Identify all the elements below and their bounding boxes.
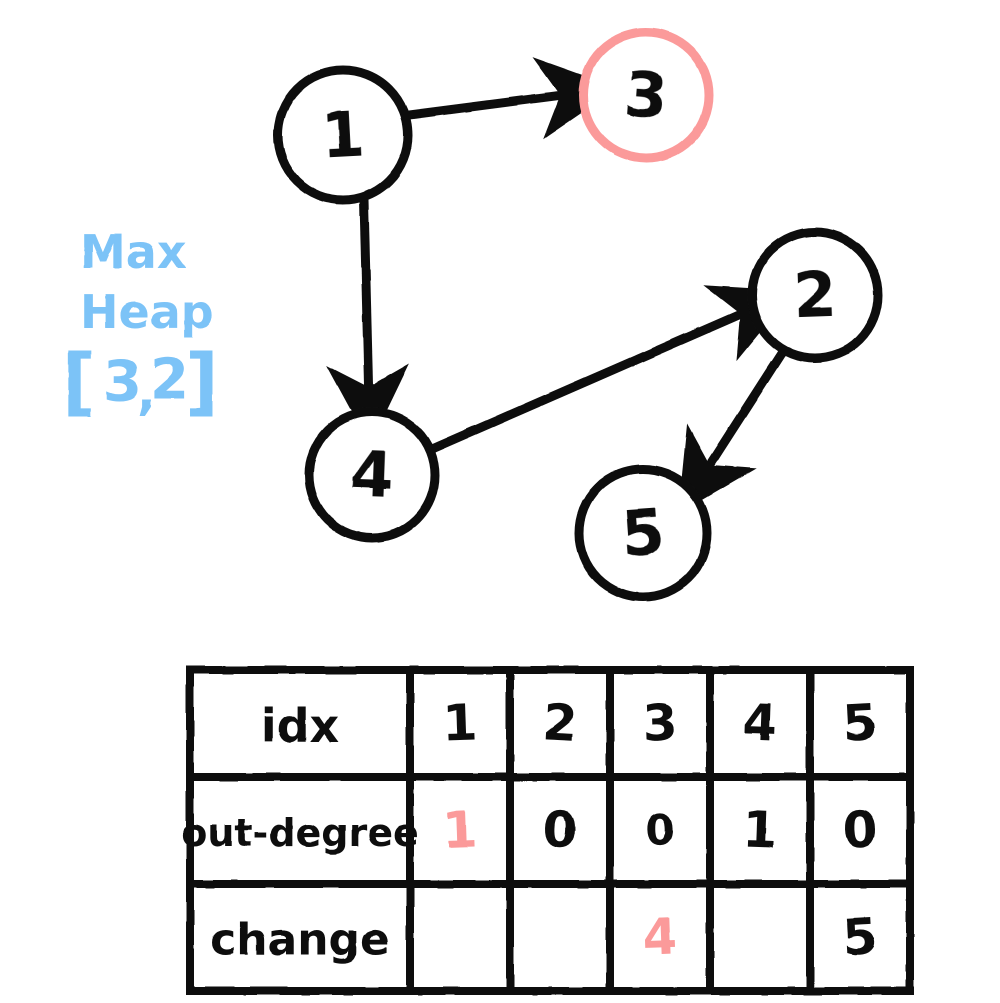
table-cell: 5: [841, 693, 879, 753]
table-cell: 0: [542, 800, 579, 859]
graph-node-4[interactable]: 4: [304, 407, 440, 543]
table-row-header: idx: [261, 699, 339, 753]
table-row-header: out-degree: [181, 811, 419, 855]
heap-item-0: 3: [103, 350, 142, 415]
node-label: 4: [349, 438, 395, 512]
graph-edges: [326, 57, 795, 515]
max-heap-label-line1: Max: [80, 225, 187, 279]
table-cell: 4: [742, 693, 779, 752]
max-heap-label-line2: Heap: [80, 285, 214, 339]
table-cell: 0: [645, 805, 675, 855]
max-heap-annotation: Max Heap [ 3 , 2 ]: [62, 225, 219, 425]
node-label: 5: [619, 495, 667, 571]
table-row-change: change 4 5: [210, 907, 879, 967]
heap-item-1: 2: [150, 348, 189, 413]
graph-node-5[interactable]: 5: [574, 464, 712, 602]
node-label: 3: [622, 57, 670, 133]
node-circle: [273, 65, 413, 205]
heap-separator: ,: [137, 363, 156, 421]
table-cell: 0: [842, 800, 879, 859]
node-circle: [574, 464, 712, 602]
table-cell: 3: [642, 693, 679, 752]
table-grid: [186, 666, 914, 995]
node-circle: [747, 227, 883, 363]
graph-node-3[interactable]: 3: [578, 27, 714, 163]
edge-2-to-5: [678, 346, 788, 515]
data-table: idx 1 2 3 4 5 out-degree 1 0 0 1 0 chang…: [181, 666, 914, 995]
table-cell: 1: [442, 693, 479, 752]
table-cell-highlighted: 1: [442, 800, 479, 859]
table-row-header: change: [210, 915, 390, 966]
table-cell: 5: [841, 907, 879, 967]
edge-1-to-3: [404, 57, 619, 140]
graph-nodes: 1 3 2 4 5: [273, 27, 883, 602]
table-row-out-degree: out-degree 1 0 0 1 0: [181, 800, 878, 859]
table-cell: 2: [541, 693, 579, 753]
graph-node-1[interactable]: 1: [273, 65, 413, 205]
node-label: 2: [792, 258, 838, 332]
node-circle-highlighted: [578, 27, 714, 163]
node-circle: [304, 407, 440, 543]
edge-1-to-4: [326, 195, 410, 446]
edge-4-to-2: [429, 285, 795, 453]
graph-node-2[interactable]: 2: [747, 227, 883, 363]
table-cell: 1: [742, 800, 779, 859]
node-label: 1: [320, 97, 367, 172]
heap-close-bracket: ]: [185, 339, 219, 425]
table-cell-highlighted: 4: [642, 907, 679, 966]
table-row-idx: idx 1 2 3 4 5: [261, 693, 879, 753]
